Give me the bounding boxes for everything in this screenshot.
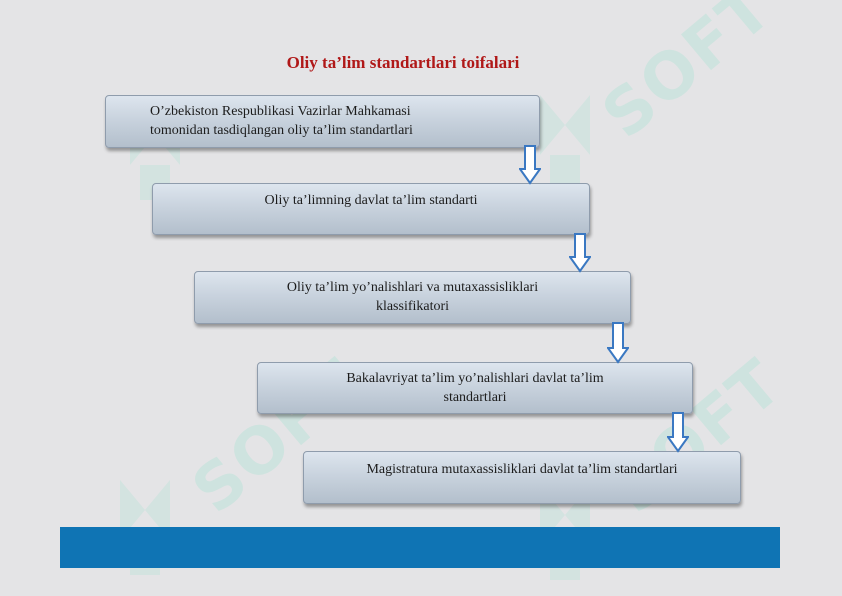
box-bachelor-standards: Bakalavriyat ta’lim yo’nalishlari davlat…	[257, 362, 693, 414]
box-classifier: Oliy ta’lim yo’nalishlari va mutaxassisl…	[194, 271, 631, 324]
watermark-text: SOFT	[589, 0, 787, 154]
down-arrow-icon	[667, 412, 689, 453]
diagram-title: Oliy ta’lim standartlari toifalari	[286, 53, 520, 72]
down-arrow-icon	[569, 233, 591, 273]
footer-bar	[60, 527, 780, 568]
box-state-education-standard: Oliy ta’limning davlat ta’lim standarti	[152, 183, 590, 235]
box-cabinet-approved-standards: O’zbekiston Respublikasi Vazirlar Mahkam…	[105, 95, 540, 148]
down-arrow-icon	[519, 145, 541, 185]
box-master-standards: Magistratura mutaxassisliklari davlat ta…	[303, 451, 741, 504]
down-arrow-icon	[607, 322, 629, 364]
